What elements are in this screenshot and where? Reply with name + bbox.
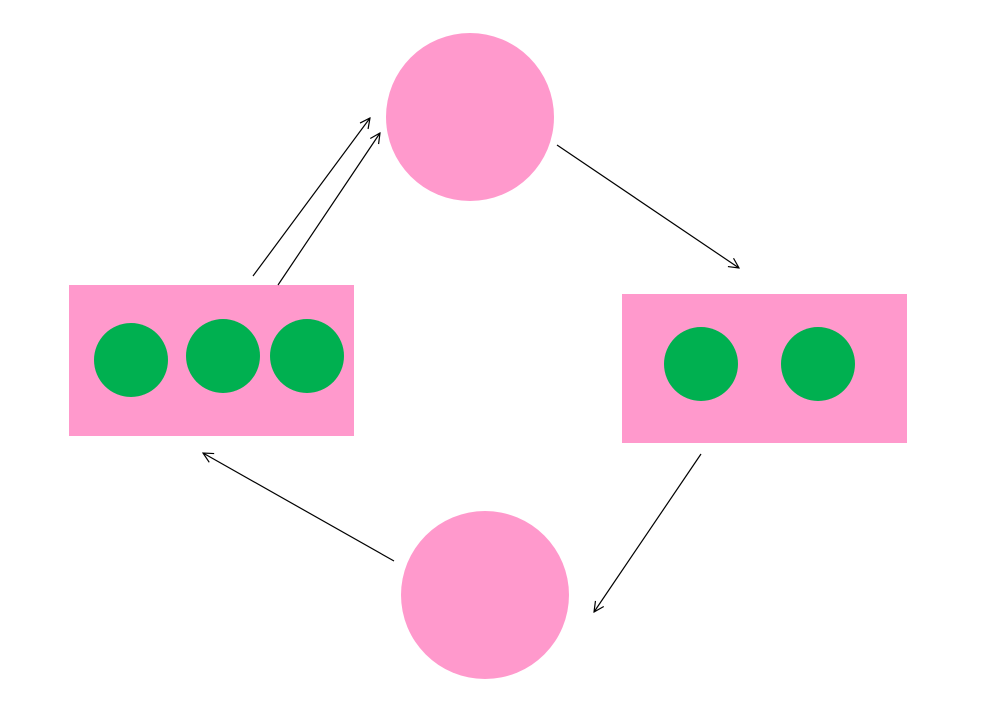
right-box-token-2	[781, 327, 855, 401]
top-circle-node	[386, 33, 554, 201]
edge-right-to-bottom	[594, 453, 702, 612]
right-box-token-1	[664, 327, 738, 401]
left-box-token-1	[94, 323, 168, 397]
edge-bottom-to-left	[203, 453, 395, 562]
bottom-circle-node	[401, 511, 569, 679]
edge-top-to-right	[556, 144, 739, 268]
left-box-token-2	[186, 319, 260, 393]
edge-left-to-top-1	[252, 118, 370, 277]
left-box-token-3	[270, 319, 344, 393]
edge-left-to-top-2	[277, 133, 380, 286]
